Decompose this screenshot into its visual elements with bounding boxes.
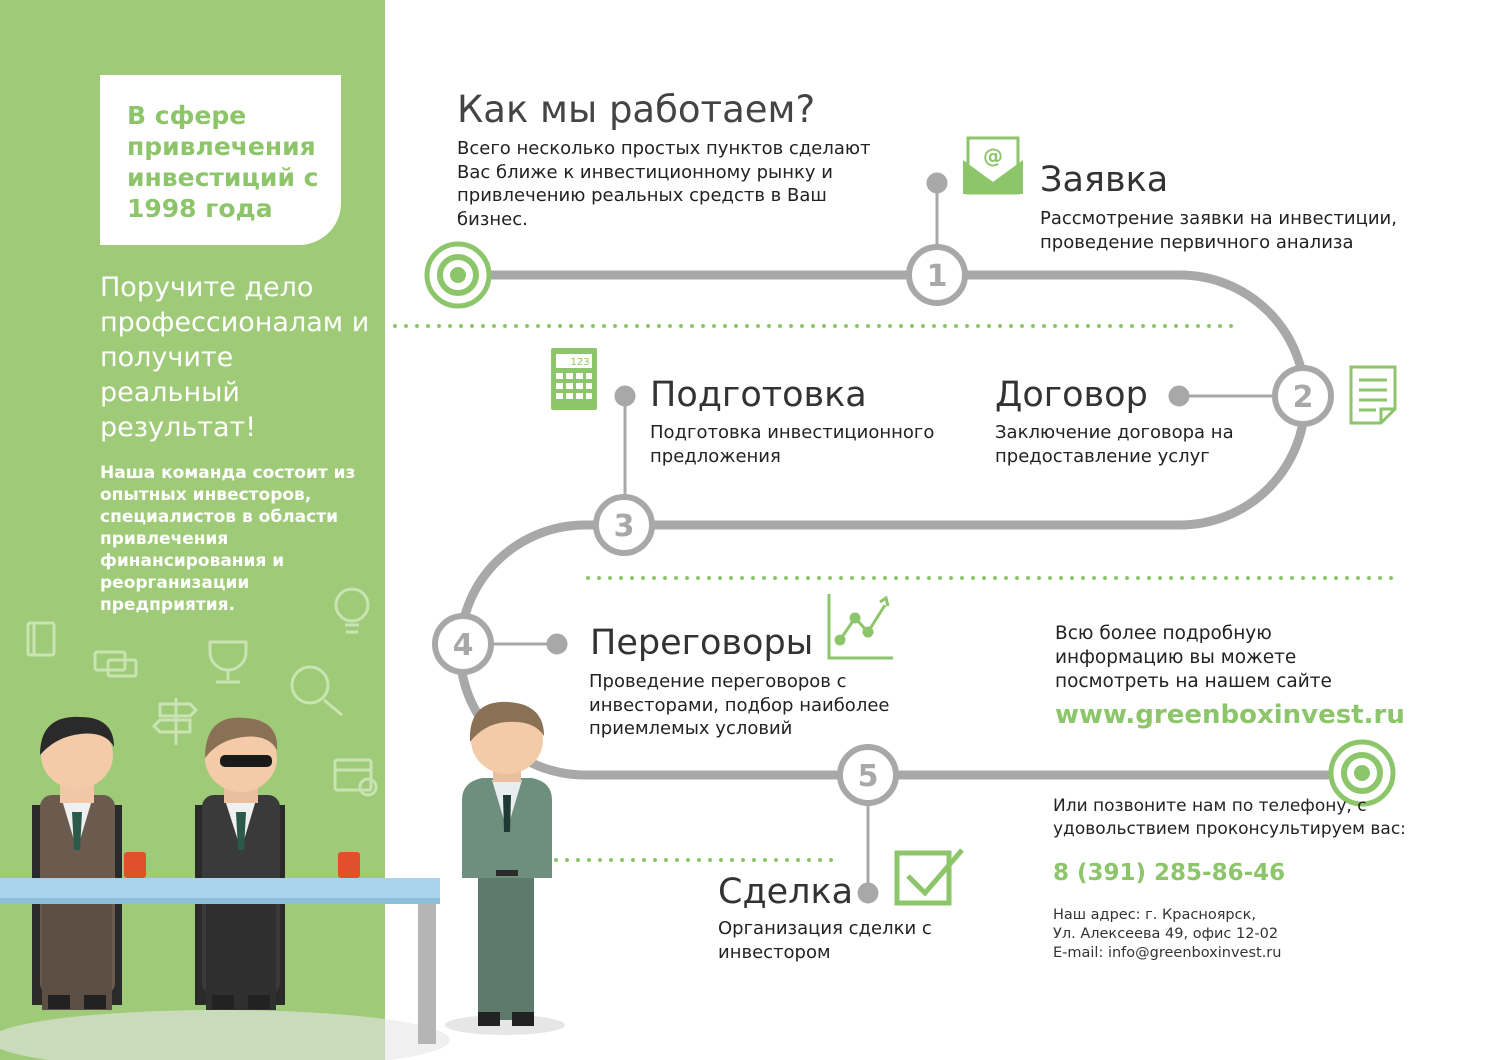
start-target-icon	[424, 241, 492, 309]
mug-2	[338, 852, 360, 878]
step-5-text: Организация сделки с инвестором	[718, 918, 932, 963]
document-icon	[1349, 365, 1397, 425]
phone-info-text: Или позвоните нам по телефону, с удоволь…	[1053, 796, 1406, 839]
step-2-circle	[1272, 365, 1334, 427]
tagline: В сфере привлечения инвестиций с 1998 го…	[127, 101, 319, 223]
svg-text:@: @	[983, 144, 1003, 168]
step-3-text: Подготовка инвестиционного предложения	[650, 422, 935, 467]
page-title: Как мы работаем?	[457, 88, 816, 131]
intro-text: Всего несколько простых пунктов сделают …	[457, 138, 871, 230]
step-1-title: Заявка	[1040, 160, 1169, 200]
calendar-icon	[333, 758, 378, 797]
step-2-text: Заключение договора на предоставление ус…	[995, 422, 1234, 467]
website-link[interactable]: www.greenboxinvest.ru	[1055, 700, 1405, 730]
address-line-1: Наш адрес: г. Красноярск,	[1053, 907, 1256, 923]
website-info-text: Всю более подробную информацию вы можете…	[1055, 623, 1332, 692]
step-3-title: Подготовка	[650, 375, 867, 415]
lightbulb-icon	[334, 587, 370, 634]
step-2-title: Договор	[995, 375, 1148, 415]
calculator-icon: 123	[551, 348, 597, 410]
meeting-illustration	[0, 716, 450, 1060]
address-line-2: Ул. Алексеева 49, офис 12-02	[1053, 926, 1279, 942]
tagline-box	[100, 75, 341, 245]
checkmark-icon	[894, 848, 964, 906]
end-target-icon	[1328, 739, 1396, 807]
step-5-number: 5	[858, 759, 879, 794]
step-4-text: Проведение переговоров с инвесторами, по…	[589, 671, 890, 739]
book-icon	[26, 621, 56, 657]
mug-1	[124, 852, 146, 878]
signpost-icon	[151, 698, 199, 745]
step-3-number: 3	[614, 509, 635, 544]
step-3-circle	[593, 494, 655, 556]
chat-icon	[93, 650, 138, 678]
step-4-circle	[432, 613, 494, 675]
magnifier-icon	[290, 665, 343, 717]
step-2-number: 2	[1293, 380, 1314, 415]
slogan: Поручите дело профессионалам и получите …	[100, 272, 370, 443]
table-leg	[418, 904, 436, 1044]
table-top	[0, 878, 440, 898]
email-line[interactable]: E-mail: info@greenboxinvest.ru	[1053, 945, 1282, 961]
step-1-text: Рассмотрение заявки на инвестиции, прове…	[1040, 208, 1397, 253]
step-5-circle	[837, 744, 899, 806]
trophy-icon	[208, 640, 248, 684]
phone-number[interactable]: 8 (391) 285-86-46	[1053, 860, 1286, 886]
chart-icon	[827, 594, 893, 660]
step-4-title: Переговоры	[590, 623, 814, 663]
step-4-number: 4	[453, 628, 474, 663]
step-5-title: Сделка	[718, 872, 854, 912]
sidebar-decor-icons	[26, 587, 378, 797]
step-1-number: 1	[927, 259, 948, 294]
standing-businessman	[445, 701, 565, 1035]
svg-text:123: 123	[570, 357, 589, 368]
team-description: Наша команда состоит из опытных инвестор…	[100, 463, 356, 615]
email-icon: @	[963, 136, 1023, 195]
step-1-circle	[906, 244, 968, 306]
address-block: Наш адрес: г. Красноярск, Ул. Алексеева …	[1053, 906, 1413, 963]
